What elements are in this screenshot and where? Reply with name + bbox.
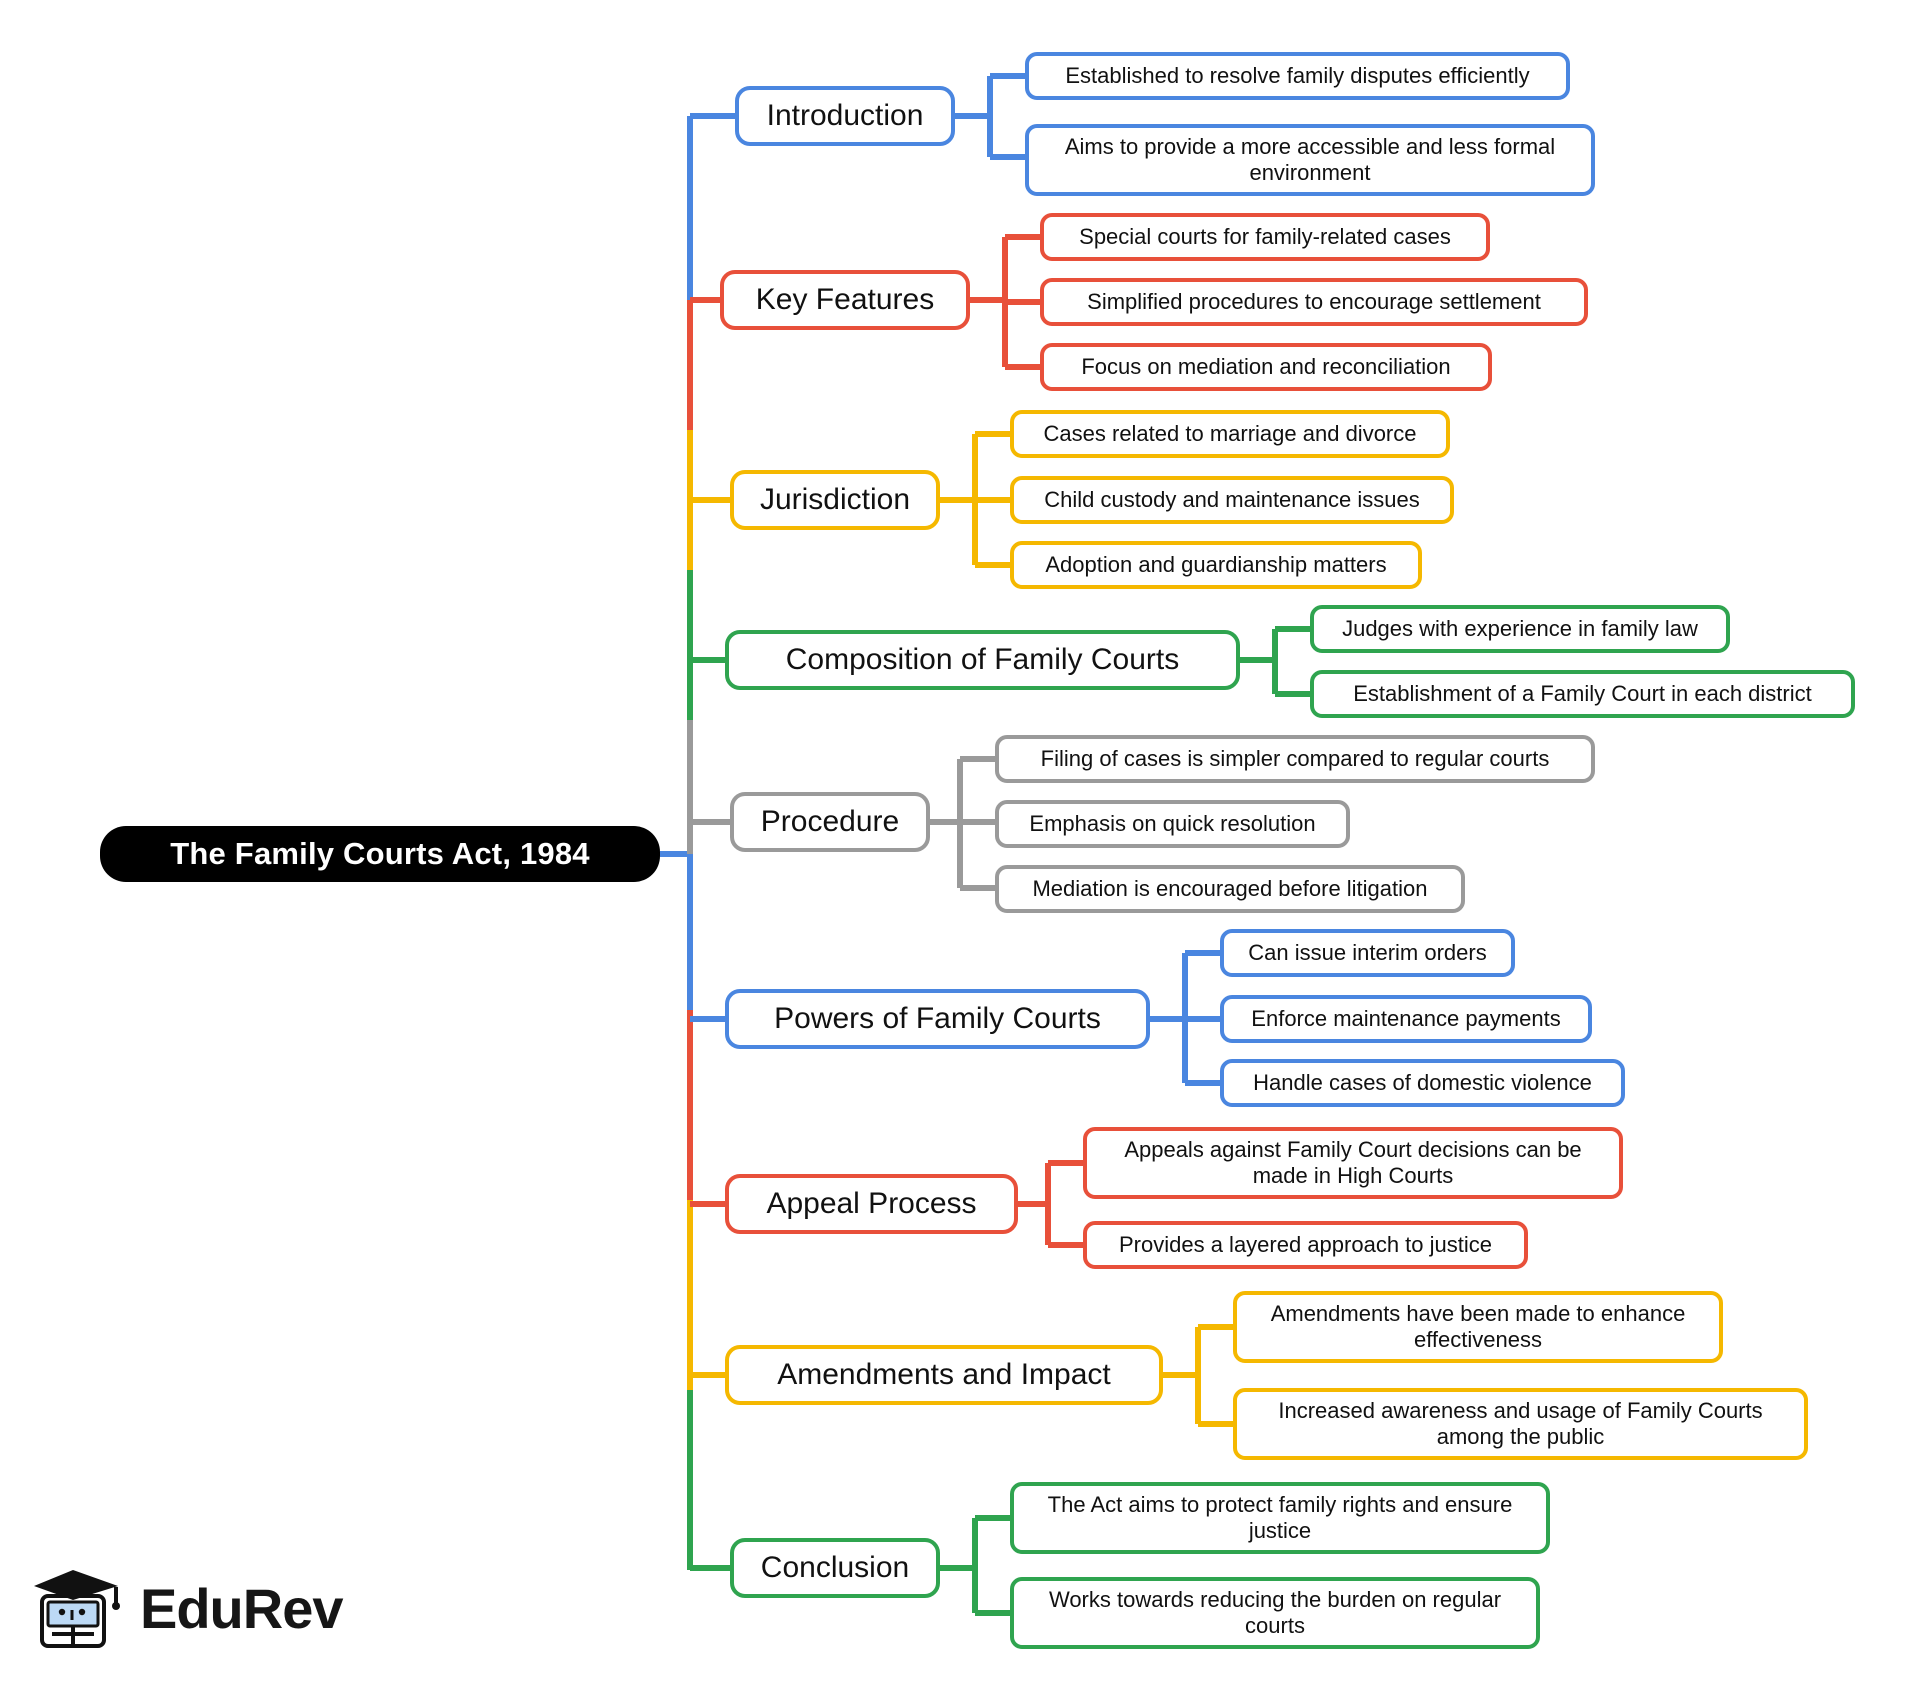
leaf-node-jurisdiction-3[interactable]: Adoption and guardianship matters (1010, 541, 1422, 589)
branch-node-jurisdiction[interactable]: Jurisdiction (730, 470, 940, 530)
leaf-label: Can issue interim orders (1248, 940, 1487, 966)
leaf-node-key-features-2[interactable]: Simplified procedures to encourage settl… (1040, 278, 1588, 326)
branch-node-appeal[interactable]: Appeal Process (725, 1174, 1018, 1234)
leaf-label: Simplified procedures to encourage settl… (1087, 289, 1541, 315)
branch-node-introduction[interactable]: Introduction (735, 86, 955, 146)
leaf-label: Judges with experience in family law (1342, 616, 1698, 642)
leaf-node-composition-1[interactable]: Judges with experience in family law (1310, 605, 1730, 653)
leaf-label: Focus on mediation and reconciliation (1081, 354, 1451, 380)
leaf-node-appeal-2[interactable]: Provides a layered approach to justice (1083, 1221, 1528, 1269)
branch-label-conclusion: Conclusion (760, 1551, 910, 1585)
leaf-label: Mediation is encouraged before litigatio… (1032, 876, 1428, 902)
leaf-node-powers-1[interactable]: Can issue interim orders (1220, 929, 1515, 977)
branch-label-composition: Composition of Family Courts (785, 643, 1180, 677)
leaf-node-powers-2[interactable]: Enforce maintenance payments (1220, 995, 1592, 1043)
root-node[interactable]: The Family Courts Act, 1984 (100, 826, 660, 882)
leaf-node-powers-3[interactable]: Handle cases of domestic violence (1220, 1059, 1625, 1107)
leaf-node-procedure-1[interactable]: Filing of cases is simpler compared to r… (995, 735, 1595, 783)
branch-label-appeal: Appeal Process (766, 1187, 977, 1221)
leaf-label: Special courts for family-related cases (1079, 224, 1451, 250)
branch-node-conclusion[interactable]: Conclusion (730, 1538, 940, 1598)
leaf-node-conclusion-1[interactable]: The Act aims to protect family rights an… (1010, 1482, 1550, 1554)
branch-label-procedure: Procedure (760, 805, 900, 839)
leaf-label: Increased awareness and usage of Family … (1278, 1398, 1763, 1449)
branch-node-procedure[interactable]: Procedure (730, 792, 930, 852)
leaf-label: Enforce maintenance payments (1251, 1006, 1561, 1032)
leaf-node-appeal-1[interactable]: Appeals against Family Court decisions c… (1083, 1127, 1623, 1199)
branch-label-key-features: Key Features (755, 283, 935, 317)
leaf-label: Child custody and maintenance issues (1044, 487, 1420, 513)
graduation-cap-book-icon (30, 1560, 126, 1656)
branch-node-composition[interactable]: Composition of Family Courts (725, 630, 1240, 690)
leaf-node-key-features-1[interactable]: Special courts for family-related cases (1040, 213, 1490, 261)
leaf-node-composition-2[interactable]: Establishment of a Family Court in each … (1310, 670, 1855, 718)
brand-name: EduRev (140, 1576, 343, 1640)
leaf-label: Provides a layered approach to justice (1119, 1232, 1492, 1258)
leaf-label: Established to resolve family disputes e… (1065, 63, 1530, 89)
leaf-label: Appeals against Family Court decisions c… (1124, 1137, 1582, 1188)
leaf-node-amendments-2[interactable]: Increased awareness and usage of Family … (1233, 1388, 1808, 1460)
branch-label-powers: Powers of Family Courts (774, 1002, 1101, 1036)
leaf-node-procedure-2[interactable]: Emphasis on quick resolution (995, 800, 1350, 848)
branch-label-jurisdiction: Jurisdiction (759, 483, 911, 517)
leaf-node-jurisdiction-1[interactable]: Cases related to marriage and divorce (1010, 410, 1450, 458)
leaf-node-amendments-1[interactable]: Amendments have been made to enhance eff… (1233, 1291, 1723, 1363)
leaf-node-introduction-2[interactable]: Aims to provide a more accessible and le… (1025, 124, 1595, 196)
leaf-label: Filing of cases is simpler compared to r… (1040, 746, 1550, 772)
brand-logo: EduRev (30, 1548, 390, 1668)
leaf-label: The Act aims to protect family rights an… (1047, 1492, 1513, 1543)
leaf-label: Emphasis on quick resolution (1029, 811, 1316, 837)
branch-label-introduction: Introduction (766, 99, 924, 133)
leaf-label: Cases related to marriage and divorce (1043, 421, 1417, 447)
leaf-label: Adoption and guardianship matters (1045, 552, 1387, 578)
leaf-node-introduction-1[interactable]: Established to resolve family disputes e… (1025, 52, 1570, 100)
root-label: The Family Courts Act, 1984 (170, 835, 590, 871)
branch-node-amendments[interactable]: Amendments and Impact (725, 1345, 1163, 1405)
branch-node-powers[interactable]: Powers of Family Courts (725, 989, 1150, 1049)
leaf-node-jurisdiction-2[interactable]: Child custody and maintenance issues (1010, 476, 1454, 524)
leaf-node-conclusion-2[interactable]: Works towards reducing the burden on reg… (1010, 1577, 1540, 1649)
leaf-label: Amendments have been made to enhance eff… (1270, 1301, 1686, 1352)
leaf-label: Establishment of a Family Court in each … (1353, 681, 1812, 707)
branch-label-amendments: Amendments and Impact (777, 1358, 1111, 1392)
leaf-node-key-features-3[interactable]: Focus on mediation and reconciliation (1040, 343, 1492, 391)
leaf-label: Aims to provide a more accessible and le… (1064, 134, 1556, 185)
branch-node-key-features[interactable]: Key Features (720, 270, 970, 330)
leaf-node-procedure-3[interactable]: Mediation is encouraged before litigatio… (995, 865, 1465, 913)
leaf-label: Works towards reducing the burden on reg… (1048, 1587, 1502, 1638)
leaf-label: Handle cases of domestic violence (1253, 1070, 1592, 1096)
